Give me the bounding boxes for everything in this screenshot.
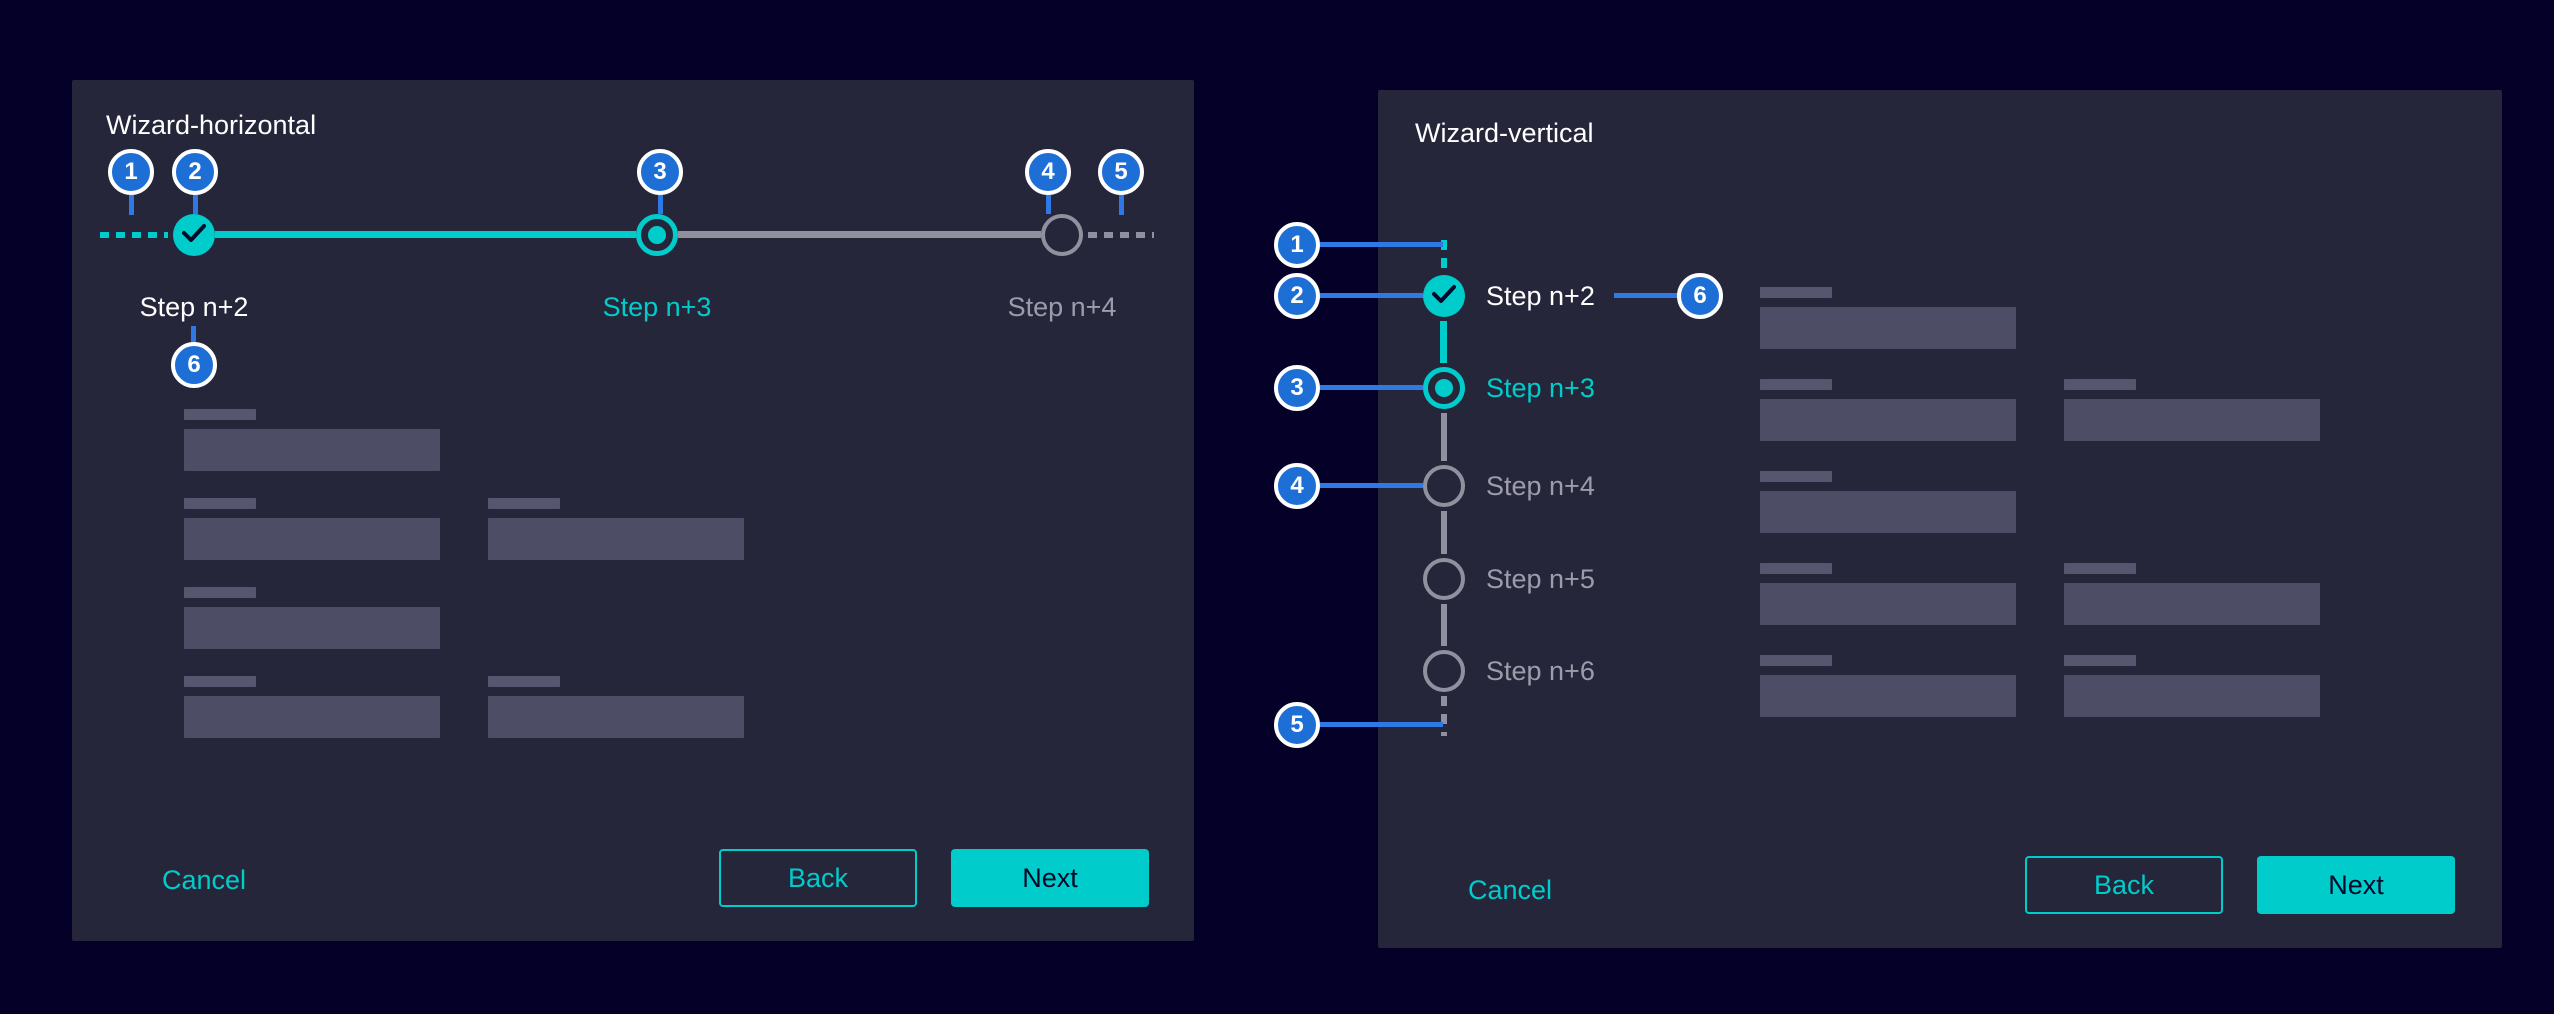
skeleton-field-label — [2064, 379, 2136, 390]
check-icon — [1432, 284, 1456, 309]
annotation-connector — [1320, 722, 1443, 727]
skeleton-input-bar — [184, 607, 440, 649]
annotation-connector — [1320, 385, 1423, 390]
stepper-trailing-dashes — [1441, 696, 1447, 736]
back-button[interactable]: Back — [2025, 856, 2223, 914]
annotation-connector — [193, 195, 198, 214]
annotation-badge-1: 1 — [1274, 222, 1320, 268]
annotation-connector — [1320, 483, 1423, 488]
step-label-n5[interactable]: Step n+5 — [1486, 564, 1595, 594]
step-label-n3[interactable]: Step n+3 — [602, 292, 712, 322]
next-button[interactable]: Next — [951, 849, 1149, 907]
stepper-connector-line-upcoming — [1441, 413, 1447, 461]
step-label-n2[interactable]: Step n+2 — [1486, 281, 1595, 311]
next-button[interactable]: Next — [2257, 856, 2455, 914]
skeleton-field-label — [1760, 471, 1832, 482]
skeleton-field-label — [2064, 655, 2136, 666]
skeleton-input-bar — [1760, 399, 2016, 441]
check-icon — [182, 223, 206, 248]
skeleton-input-bar — [184, 518, 440, 560]
step-label-n6[interactable]: Step n+6 — [1486, 656, 1595, 686]
step-indicator-completed[interactable] — [1423, 275, 1465, 317]
stepper-connector-line-done — [215, 231, 636, 238]
annotation-badge-2: 2 — [172, 149, 218, 195]
stepper-leading-dashes — [1441, 240, 1447, 274]
skeleton-field-label — [184, 409, 256, 420]
stepper-connector-line-upcoming — [678, 231, 1041, 238]
skeleton-input-bar — [1760, 307, 2016, 349]
annotation-badge-4: 4 — [1025, 149, 1071, 195]
annotation-connector — [658, 195, 663, 214]
annotation-badge-2: 2 — [1274, 273, 1320, 319]
skeleton-field-label — [184, 676, 256, 687]
stepper-connector-line-upcoming — [1441, 604, 1447, 646]
annotation-badge-4: 4 — [1274, 463, 1320, 509]
step-label-n2[interactable]: Step n+2 — [139, 292, 249, 322]
stepper-connector-line-upcoming — [1441, 511, 1447, 554]
panel-title: Wizard-horizontal — [106, 110, 317, 140]
skeleton-field-label — [2064, 563, 2136, 574]
skeleton-field-label — [1760, 379, 1832, 390]
annotation-badge-6: 6 — [171, 342, 217, 388]
skeleton-input-bar — [184, 696, 440, 738]
annotation-badge-5: 5 — [1274, 702, 1320, 748]
skeleton-input-bar — [1760, 583, 2016, 625]
back-button[interactable]: Back — [719, 849, 917, 907]
skeleton-field-label — [488, 676, 560, 687]
skeleton-field-label — [184, 498, 256, 509]
skeleton-field-label — [1760, 563, 1832, 574]
skeleton-input-bar — [2064, 583, 2320, 625]
skeleton-input-bar — [488, 696, 744, 738]
skeleton-input-bar — [1760, 675, 2016, 717]
annotation-badge-3: 3 — [1274, 365, 1320, 411]
step-label-n4[interactable]: Step n+4 — [1007, 292, 1117, 322]
step-indicator-upcoming[interactable] — [1423, 465, 1465, 507]
wizard-horizontal-panel: Wizard-horizontal 1 2 3 4 5 Step n+2 Ste… — [72, 80, 1194, 941]
annotation-badge-3: 3 — [637, 149, 683, 195]
skeleton-input-bar — [488, 518, 744, 560]
skeleton-input-bar — [1760, 491, 2016, 533]
step-indicator-current[interactable] — [1423, 367, 1465, 409]
annotation-connector — [1320, 242, 1443, 247]
step-indicator-upcoming[interactable] — [1423, 650, 1465, 692]
annotation-badge-6: 6 — [1677, 273, 1723, 319]
step-label-n4[interactable]: Step n+4 — [1486, 471, 1595, 501]
skeleton-field-label — [184, 587, 256, 598]
step-indicator-current[interactable] — [636, 214, 678, 256]
skeleton-input-bar — [2064, 675, 2320, 717]
annotation-badge-1: 1 — [108, 149, 154, 195]
stepper-trailing-dashes — [1088, 232, 1154, 238]
skeleton-input-bar — [2064, 399, 2320, 441]
step-indicator-upcoming[interactable] — [1041, 214, 1083, 256]
stepper-leading-dashes — [100, 232, 168, 238]
panel-title: Wizard-vertical — [1415, 118, 1594, 148]
skeleton-field-label — [488, 498, 560, 509]
stepper-connector-line-done — [1440, 321, 1447, 363]
skeleton-input-bar — [184, 429, 440, 471]
step-indicator-completed[interactable] — [173, 214, 215, 256]
skeleton-field-label — [1760, 655, 1832, 666]
annotation-connector — [191, 326, 196, 342]
annotation-connector — [1046, 195, 1051, 214]
annotation-connector — [129, 195, 134, 215]
annotation-connector — [1320, 293, 1423, 298]
cancel-link[interactable]: Cancel — [162, 865, 247, 895]
annotation-connector — [1614, 293, 1678, 298]
step-indicator-upcoming[interactable] — [1423, 558, 1465, 600]
annotation-badge-5: 5 — [1098, 149, 1144, 195]
cancel-link[interactable]: Cancel — [1468, 875, 1553, 905]
step-label-n3[interactable]: Step n+3 — [1486, 373, 1595, 403]
skeleton-field-label — [1760, 287, 1832, 298]
wizard-vertical-panel: Wizard-vertical 1 2 3 4 5 Step n+2 Step … — [1274, 90, 2502, 948]
annotation-connector — [1119, 195, 1124, 215]
